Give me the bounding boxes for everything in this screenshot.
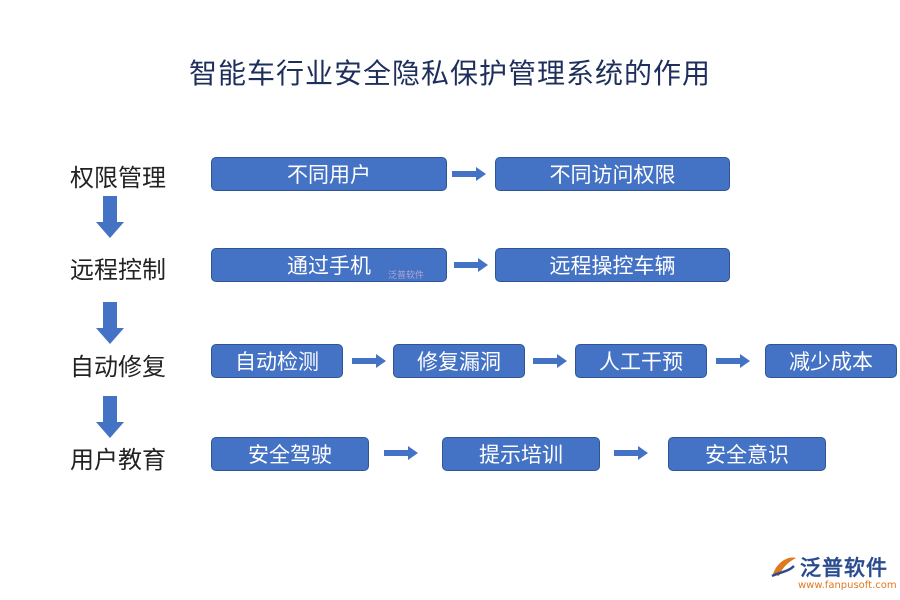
step-box: 修复漏洞 [393, 344, 525, 378]
step-box: 通过手机 [211, 248, 447, 282]
step-box: 人工干预 [575, 344, 707, 378]
watermark: 泛普软件 [388, 271, 425, 281]
right-arrow-icon [384, 446, 418, 460]
down-arrow-icon [96, 396, 124, 438]
step-box: 安全意识 [668, 437, 826, 471]
brand-url: www.fanpusoft.com [798, 580, 897, 591]
right-arrow-icon [614, 446, 648, 460]
row-label-permission: 权限管理 [70, 164, 166, 192]
step-box: 远程操控车辆 [495, 248, 730, 282]
page-title: 智能车行业安全隐私保护管理系统的作用 [188, 57, 711, 90]
brand-logo-icon [771, 557, 796, 578]
row-label-education: 用户教育 [70, 446, 166, 474]
step-box: 减少成本 [765, 344, 897, 378]
down-arrow-icon [96, 302, 124, 344]
right-arrow-icon [352, 354, 386, 368]
step-box: 安全驾驶 [211, 437, 369, 471]
step-box: 不同访问权限 [495, 157, 730, 191]
right-arrow-icon [716, 354, 750, 368]
step-box: 提示培训 [442, 437, 600, 471]
right-arrow-icon [454, 258, 488, 272]
step-box: 自动检测 [211, 344, 343, 378]
brand-name: 泛普软件 [800, 556, 888, 580]
row-label-repair: 自动修复 [70, 353, 166, 381]
row-label-remote: 远程控制 [70, 256, 166, 284]
right-arrow-icon [452, 167, 486, 181]
down-arrow-icon [96, 196, 124, 238]
brand-logo: 泛普软件 www.fanpusoft.com [770, 552, 897, 596]
right-arrow-icon [533, 354, 567, 368]
step-box: 不同用户 [211, 157, 447, 191]
